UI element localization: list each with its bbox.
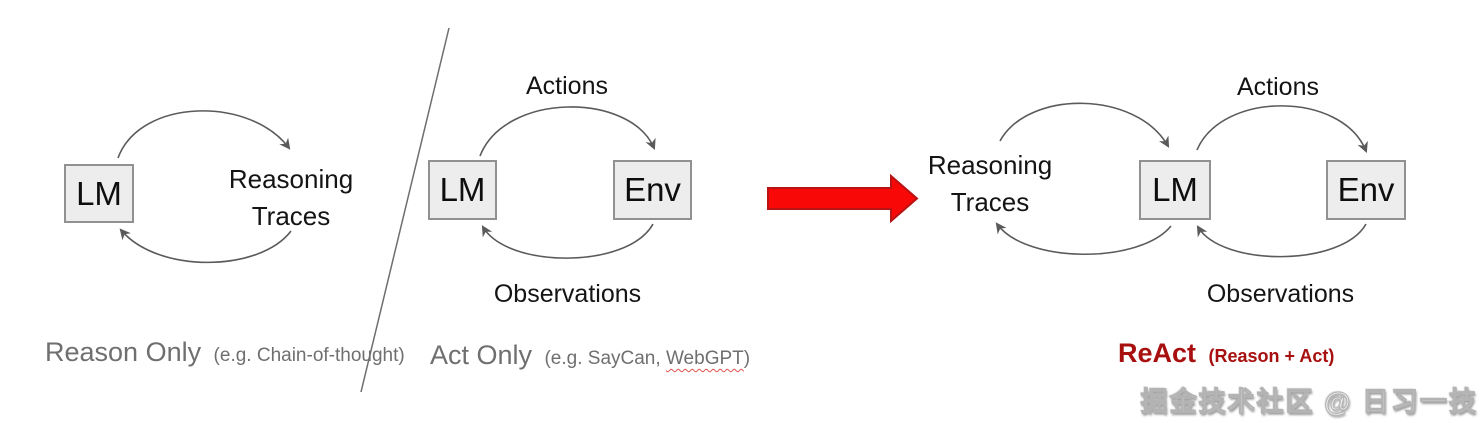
react-reasoning-top-arc (999, 102, 1170, 148)
panel-divider-line (360, 27, 450, 393)
react-env-node: Env (1326, 160, 1406, 220)
act-only-note-webgpt: WebGPT (665, 348, 744, 369)
react-lm-node: LM (1139, 160, 1211, 220)
red-arrow-icon (767, 173, 919, 224)
react-caption-note: (Reason + Act) (1208, 346, 1335, 366)
act-only-actions-label: Actions (526, 72, 608, 100)
reason-only-loop-top-arc (117, 110, 291, 159)
react-caption: ReAct (Reason + Act) (1118, 338, 1334, 369)
react-reasoning-bottom-arc (995, 222, 1172, 255)
react-actions-label: Actions (1237, 73, 1319, 101)
reason-only-caption-note: (e.g. Chain-of-thought) (213, 345, 405, 366)
act-only-caption-title: Act Only (430, 340, 533, 370)
react-caption-title: ReAct (1118, 338, 1197, 368)
reason-only-caption-title: Reason Only (45, 337, 202, 367)
react-observations-label: Observations (1206, 280, 1355, 308)
act-only-note-prefix: (e.g. SayCan, (544, 348, 661, 369)
react-reasoning-line2: Traces (950, 187, 1030, 217)
reasoning-traces-line2: Traces (251, 201, 331, 231)
reason-only-caption: Reason Only (e.g. Chain-of-thought) (45, 337, 405, 368)
act-only-caption: Act Only (e.g. SayCan,WebGPT) (430, 340, 750, 371)
act-only-lm-node: LM (428, 160, 497, 220)
act-only-observations-arc (481, 223, 654, 259)
act-only-observations-label: Observations (493, 280, 642, 308)
act-only-actions-arc (479, 106, 656, 157)
react-observations-arc (1196, 223, 1367, 258)
act-only-note-suffix: ) (743, 348, 751, 369)
react-loop-label: Reasoning Traces (910, 147, 1070, 221)
react-actions-arc (1196, 105, 1368, 154)
watermark-text: 掘金技术社区 @ 日习一技 (1140, 387, 1478, 418)
act-only-env-node: Env (613, 160, 692, 220)
reason-only-loop-label: Reasoning Traces (211, 161, 371, 235)
reasoning-traces-line1: Reasoning (228, 164, 354, 194)
reason-only-lm-node: LM (64, 164, 134, 223)
react-reasoning-line1: Reasoning (927, 150, 1053, 180)
act-only-caption-note: (e.g. SayCan,WebGPT) (544, 348, 750, 369)
reason-only-loop-bottom-arc (119, 228, 292, 264)
